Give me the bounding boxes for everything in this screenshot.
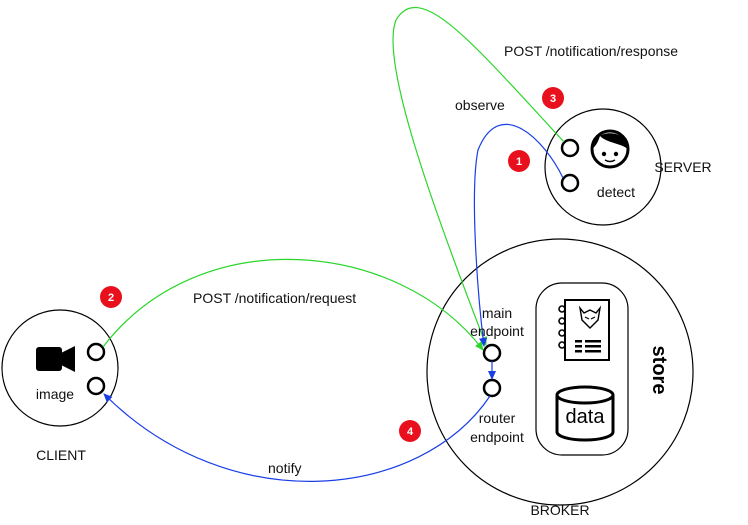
database-icon <box>555 385 615 442</box>
server-name: SERVER <box>654 159 711 175</box>
client-port-label: image <box>36 386 74 402</box>
step-badge-1-text: 1 <box>516 156 522 168</box>
broker-name: BROKER <box>530 502 589 518</box>
step-badge-3 <box>542 87 564 109</box>
server-port-response[interactable] <box>560 138 580 158</box>
step-badge-3-text: 3 <box>550 93 556 105</box>
edge-response-label: POST /notification/response <box>504 43 678 59</box>
step-badge-2-text: 2 <box>108 292 114 304</box>
face-icon <box>590 129 630 169</box>
server-port-label: detect <box>597 184 635 200</box>
main-endpoint-label-line1: main <box>482 305 512 321</box>
edge-observe-label: observe <box>455 97 505 113</box>
router-endpoint-port[interactable] <box>482 378 502 398</box>
data-label: data <box>566 406 606 428</box>
step-badge-1 <box>508 150 530 172</box>
client-port-in[interactable] <box>86 376 106 396</box>
edge-response <box>392 7 565 346</box>
notebook-icon <box>558 299 610 361</box>
main-endpoint-port[interactable] <box>482 343 502 363</box>
step-badge-4 <box>399 420 421 442</box>
main-endpoint-label-line2: endpoint <box>470 323 524 339</box>
video-camera-icon <box>36 346 75 372</box>
client-port-out[interactable] <box>86 342 106 362</box>
step-badge-4-text: 4 <box>407 426 414 438</box>
router-endpoint-label-line2: endpoint <box>470 429 524 445</box>
edge-notify-label: notify <box>268 460 301 476</box>
store-label: store <box>648 346 670 395</box>
edge-request-label: POST /notification/request <box>193 290 356 306</box>
edge-notify <box>103 393 491 482</box>
router-endpoint-label-line1: router <box>479 410 516 426</box>
edge-request <box>102 258 484 351</box>
client-name: CLIENT <box>36 447 86 463</box>
edge-observe <box>473 123 564 347</box>
server-port-detect[interactable] <box>560 173 580 193</box>
step-badge-2 <box>100 286 122 308</box>
